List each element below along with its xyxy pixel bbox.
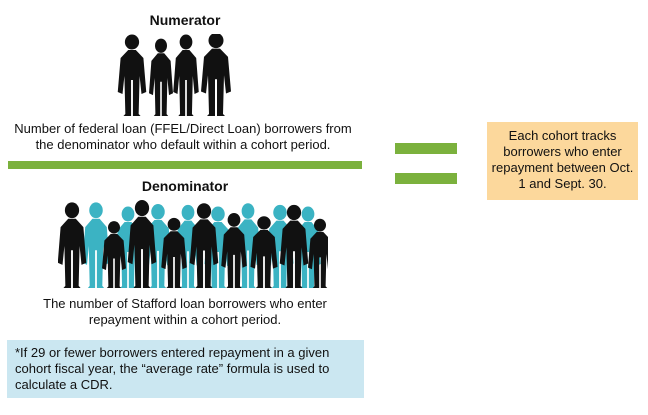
denominator-description: The number of Stafford loan borrowers wh… (43, 296, 327, 327)
numerator-title: Numerator (149, 12, 221, 28)
crowd-silhouettes-icon (58, 199, 328, 288)
fraction-bar (8, 161, 362, 169)
people-silhouettes-icon (117, 34, 231, 116)
cohort-note-box: Each cohort tracks borrowers who enter r… (487, 122, 638, 200)
numerator-description: Number of federal loan (FFEL/Direct Loan… (14, 121, 352, 152)
equals-bar-bottom (395, 173, 457, 184)
equals-bar-top (395, 143, 457, 154)
footnote-box: *If 29 or fewer borrowers entered repaym… (7, 340, 364, 398)
denominator-title: Denominator (141, 178, 229, 194)
